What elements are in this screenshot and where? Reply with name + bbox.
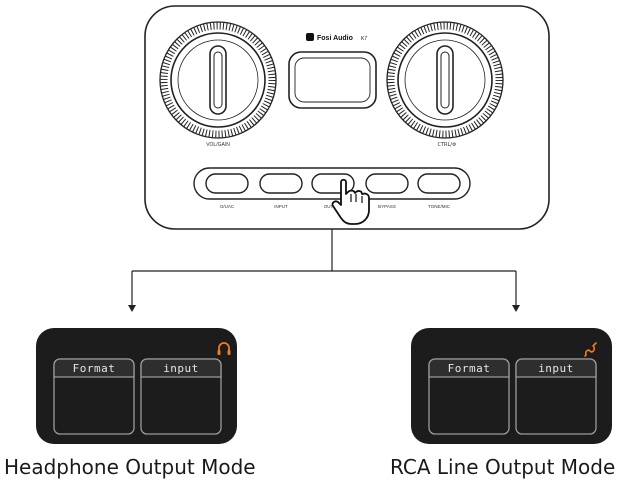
headphones-icon [217,342,231,355]
control-knob[interactable] [386,21,504,139]
caption-rca-mode: RCA Line Output Mode [390,455,616,479]
brand-logo: Fosi Audio K7 [306,33,367,42]
rca-cable-icon [584,342,597,357]
brand-name: Fosi Audio [317,35,353,42]
tile-input-label: input [538,362,574,375]
device-button-label: INPUT [274,204,288,209]
device-display [288,51,377,109]
device-button-label: O/UAC [220,204,235,209]
tile-format[interactable]: Format [428,358,510,435]
hand-pointer-icon [331,178,370,225]
arrow-left [128,305,136,312]
device-button-o-uac[interactable] [205,173,249,194]
knob-right-label: CTRL/⚙ [438,142,457,148]
screen-rca-mode: Format input [411,328,612,444]
device-button-bypass[interactable] [365,173,409,194]
arrow-right [512,305,520,312]
tile-format-label: Format [448,362,491,375]
caption-headphone-mode: Headphone Output Mode [4,455,256,479]
tile-input[interactable]: input [515,358,597,435]
logo-icon [306,33,314,41]
device-button-input[interactable] [259,173,303,194]
screen-headphone-mode: Format input [36,328,237,444]
tile-format[interactable]: Format [53,358,135,435]
device-button-output[interactable] [311,173,355,194]
tile-format-label: Format [73,362,116,375]
knob-left-label: VOL/GAIN [206,142,230,148]
amplifier-device: VOL/GAIN CTRL/⚙ Fosi Audio K7 O/UAC INPUT… [144,5,550,230]
device-button-label: TONE/MIC [428,204,451,209]
tile-input-label: input [163,362,199,375]
volume-knob[interactable] [159,21,277,139]
connector-lines [131,229,517,306]
device-button-label: BYPASS [378,204,396,209]
model-name: K7 [361,36,367,42]
tile-input[interactable]: input [140,358,222,435]
device-button-tone-mic[interactable] [417,173,461,194]
